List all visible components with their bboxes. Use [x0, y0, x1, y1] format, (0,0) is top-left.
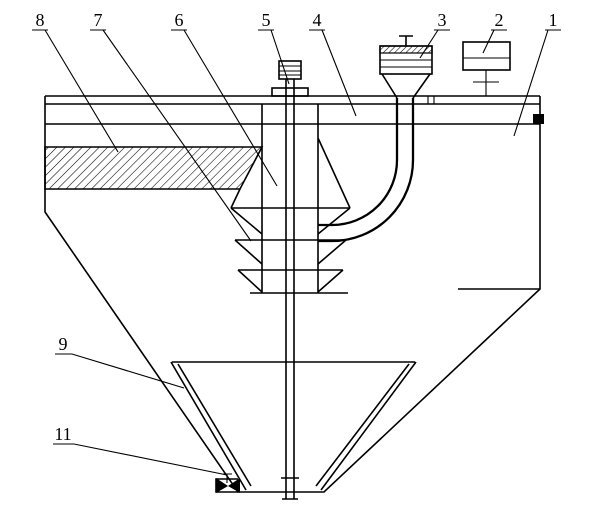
callout-7: 7 [90, 10, 252, 242]
callout-2-label: 2 [495, 10, 504, 30]
baffle-rings [230, 207, 351, 293]
callout-7-leader [90, 29, 252, 242]
plate-pack-hatched-region [44, 146, 264, 190]
feed-funnel [381, 73, 431, 99]
callout-9-label: 9 [59, 334, 68, 354]
deck-nozzle-mark [533, 114, 544, 124]
callout-8: 8 [32, 10, 119, 153]
callout-5-leader [258, 29, 290, 85]
inner-cone [170, 361, 417, 491]
callout-5: 5 [258, 10, 290, 85]
callout-6-leader [171, 29, 278, 187]
callout-3: 3 [419, 10, 450, 59]
valve-bowtie-left [216, 478, 228, 493]
deck-joint-ticks [427, 96, 435, 104]
center-shaft [271, 60, 309, 500]
shaft-deck-gland [271, 87, 309, 97]
callouts: 8 7 6 5 4 3 2 [32, 10, 561, 476]
inclined-plate-pack [44, 146, 264, 190]
callout-8-leader [32, 29, 119, 153]
callout-1-label: 1 [549, 10, 558, 30]
callout-1-leader [513, 29, 561, 137]
callout-6: 6 [171, 10, 278, 187]
callout-5-label: 5 [262, 10, 271, 30]
shaft-lines [281, 79, 299, 500]
inner-cone-lines [170, 361, 417, 491]
callout-4-label: 4 [313, 10, 322, 30]
standpipe-box [462, 41, 511, 96]
shaft-top-coupling [278, 60, 302, 80]
callout-11-leader [53, 443, 228, 476]
callout-8-label: 8 [36, 10, 45, 30]
callout-2: 2 [482, 10, 507, 54]
feed-pipe-outer-line [318, 98, 415, 243]
underflow-discharge-valve [215, 473, 240, 493]
callout-3-label: 3 [438, 10, 447, 30]
callout-6-label: 6 [175, 10, 184, 30]
drive-motor [379, 35, 433, 99]
callout-9-leader [55, 353, 185, 389]
valve-bowtie-right [228, 478, 240, 493]
callout-1: 1 [513, 10, 561, 137]
deflector-baffles [230, 207, 351, 293]
tank-shell [44, 124, 541, 493]
callout-9: 9 [55, 334, 185, 389]
feed-pipe-inner-line [318, 98, 399, 227]
callout-4: 4 [309, 10, 357, 117]
callout-11: 11 [53, 424, 228, 476]
tank-shell-outline [44, 124, 541, 493]
callout-11-label: 11 [54, 424, 71, 444]
feedwell-column [230, 104, 351, 294]
callout-7-label: 7 [94, 10, 103, 30]
motor-top-stem [399, 35, 413, 46]
feed-pipe [318, 98, 415, 243]
callout-4-leader [309, 29, 357, 117]
standpipe-detail [463, 57, 510, 96]
callout-3-leader [419, 29, 450, 59]
feedwell-walls [230, 104, 351, 294]
callout-2-leader [482, 29, 507, 54]
